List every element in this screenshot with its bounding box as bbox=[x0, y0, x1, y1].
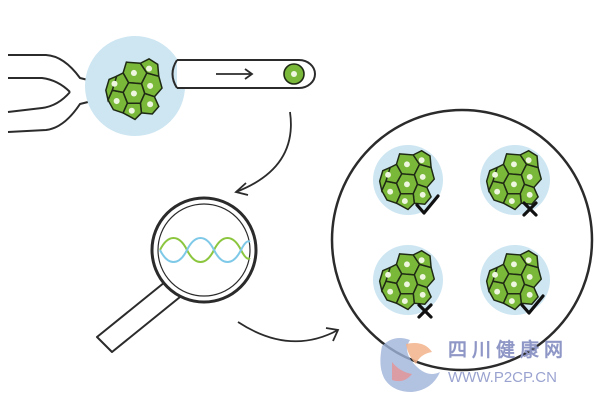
magnifying-glass-icon bbox=[96, 196, 258, 353]
checkmark-icon bbox=[520, 294, 545, 315]
checkmark-icon bbox=[415, 194, 440, 215]
direction-arrow-icon bbox=[216, 68, 254, 80]
cross-icon bbox=[522, 201, 538, 217]
embryo-tr bbox=[480, 145, 550, 217]
flow-arrow-2 bbox=[237, 321, 340, 343]
watermark-logo bbox=[380, 338, 440, 392]
flow-arrow-1 bbox=[234, 111, 292, 196]
embryo-br bbox=[480, 245, 550, 315]
cross-icon bbox=[417, 303, 433, 319]
selection-panel bbox=[330, 108, 594, 372]
watermark-text: 四川健康网 WWW.P2CP.CN bbox=[448, 338, 594, 388]
holding-pipette-icon bbox=[7, 54, 97, 133]
watermark-url: WWW.P2CP.CN bbox=[448, 369, 557, 386]
dna-double-helix-icon bbox=[159, 237, 251, 263]
watermark-title: 四川健康网 bbox=[448, 339, 569, 361]
embryo-bl bbox=[373, 245, 443, 319]
extracted-cell-icon bbox=[283, 63, 305, 85]
embryo-tl bbox=[373, 145, 443, 215]
